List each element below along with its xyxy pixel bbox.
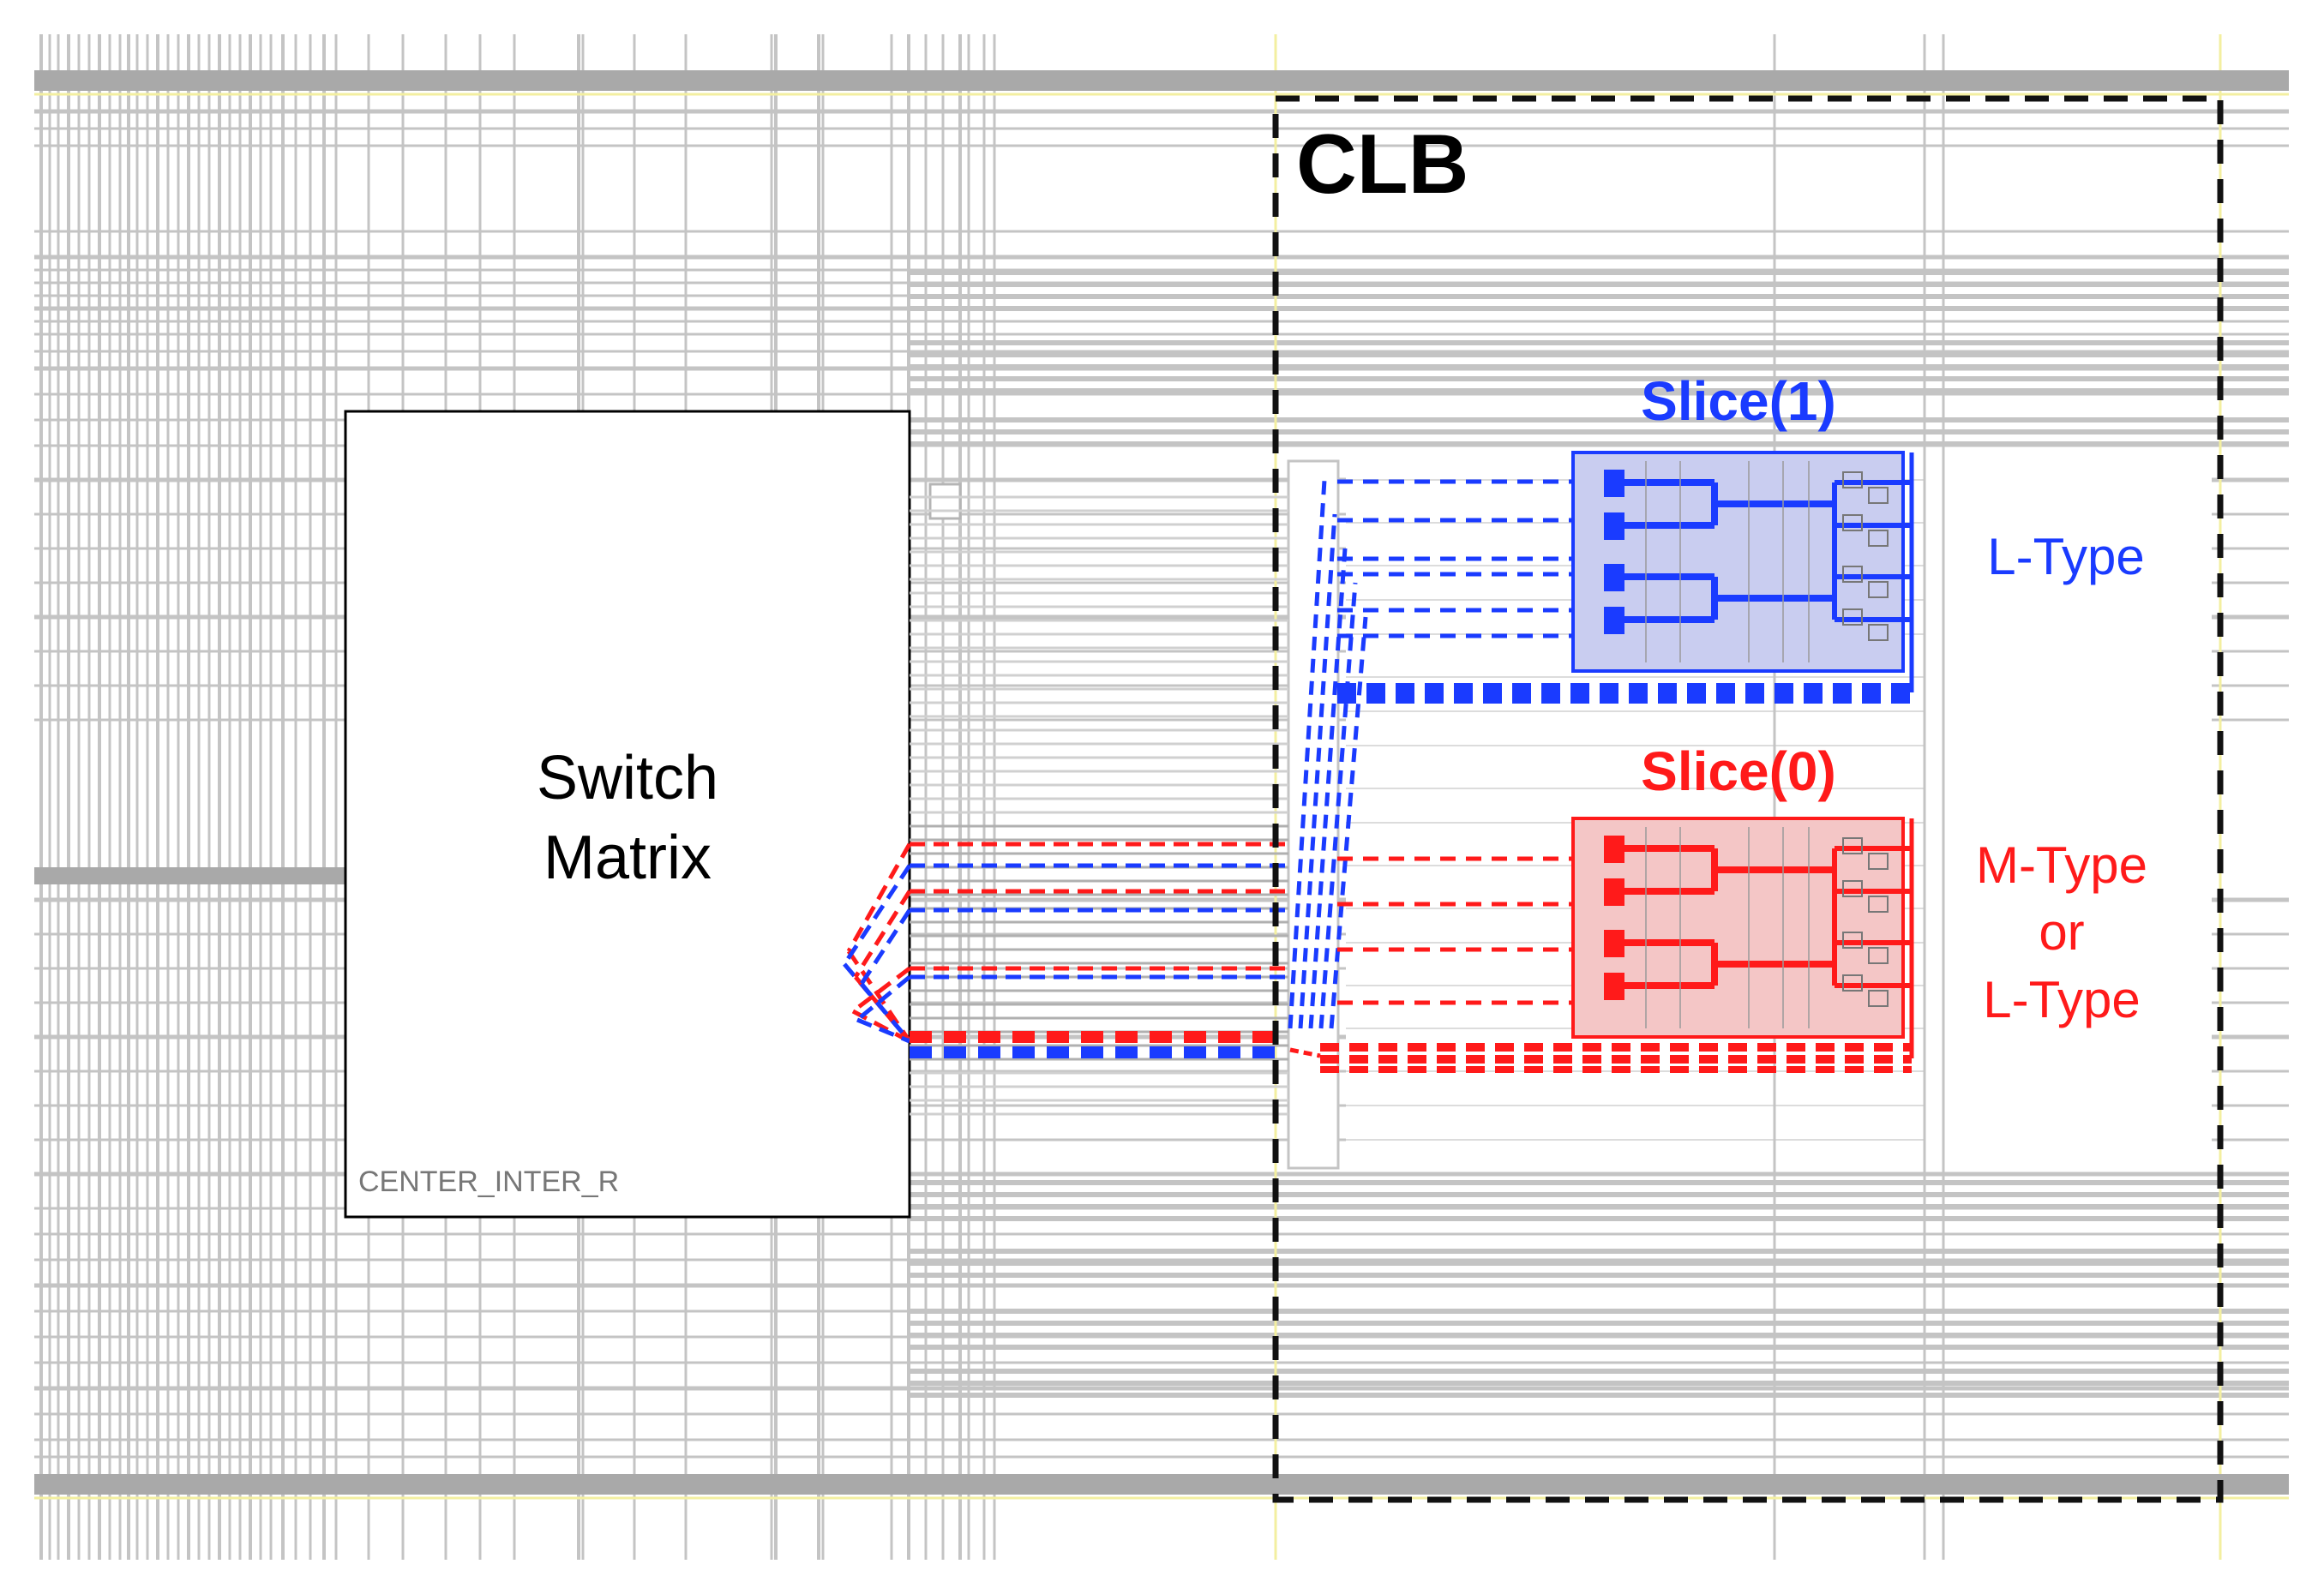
routed-net	[1289, 1047, 1321, 1058]
lut-cell	[1604, 470, 1624, 497]
routed-net	[853, 890, 912, 979]
port-connector	[928, 482, 962, 520]
routed-net	[851, 967, 911, 1013]
slice-1-logic	[1604, 452, 1914, 692]
clb-boundary: CLB	[1272, 95, 2224, 1503]
tile-name-label: CENTER_INTER_R	[358, 1166, 619, 1198]
lut-cell	[1604, 607, 1624, 634]
flip-flop	[1842, 932, 1863, 949]
slice-0-type-line3: L-Type	[1983, 971, 2140, 1028]
slice-0-type-line2: or	[2039, 903, 2084, 961]
lut-cell	[1604, 930, 1624, 957]
lut-cell	[1604, 973, 1624, 1000]
slice-0: Slice(0) M-Type or L-Type	[1571, 740, 2147, 1058]
routed-net	[860, 982, 911, 1043]
routed-net	[846, 842, 912, 953]
routed-net	[1329, 616, 1368, 1029]
routed-net	[842, 864, 912, 966]
routed-net	[846, 950, 912, 1043]
lut-cell	[1604, 836, 1624, 863]
lut-cell	[1604, 512, 1624, 540]
flip-flop	[1868, 624, 1889, 641]
slice-1: Slice(1) L-Type	[1571, 370, 2145, 692]
routed-net	[859, 908, 912, 986]
flip-flop	[1868, 947, 1889, 964]
flip-flop	[1842, 608, 1863, 626]
routed-net	[856, 975, 911, 1022]
lut-cell	[1604, 878, 1624, 906]
routed-net	[1318, 582, 1358, 1029]
switch-to-clb-bus	[910, 495, 1288, 1116]
flip-flop	[1842, 566, 1863, 583]
flip-flop	[1868, 530, 1889, 547]
slice-1-type-label: L-Type	[1987, 528, 2144, 585]
switch-matrix-label-line2: Matrix	[543, 824, 712, 892]
routed-nets	[842, 479, 1912, 1073]
flip-flop	[1868, 487, 1889, 504]
clb-label: CLB	[1296, 117, 1468, 211]
flip-flop	[1868, 581, 1889, 598]
routed-net	[1298, 513, 1337, 1029]
switch-matrix: Switch Matrix CENTER_INTER_R	[344, 410, 911, 1219]
flip-flop	[1842, 514, 1863, 531]
flip-flop	[1842, 974, 1863, 992]
backbone-bars	[34, 70, 2289, 1495]
lut-cell	[1604, 564, 1624, 591]
slice-0-label: Slice(0)	[1641, 740, 1836, 802]
routed-net	[1288, 479, 1327, 1029]
flip-flop	[1842, 880, 1863, 897]
flip-flop	[1868, 853, 1889, 870]
routed-net	[1308, 548, 1348, 1029]
slice-0-logic	[1604, 818, 1914, 1058]
flip-flop	[1842, 471, 1863, 488]
flip-flop	[1842, 837, 1863, 854]
slice-0-type-line1: M-Type	[1976, 836, 2147, 894]
routed-net	[856, 1017, 910, 1044]
flip-flop	[1868, 990, 1889, 1007]
slice-1-label: Slice(1)	[1641, 370, 1836, 432]
flip-flop	[1868, 896, 1889, 913]
switch-matrix-label-line1: Switch	[537, 744, 718, 812]
